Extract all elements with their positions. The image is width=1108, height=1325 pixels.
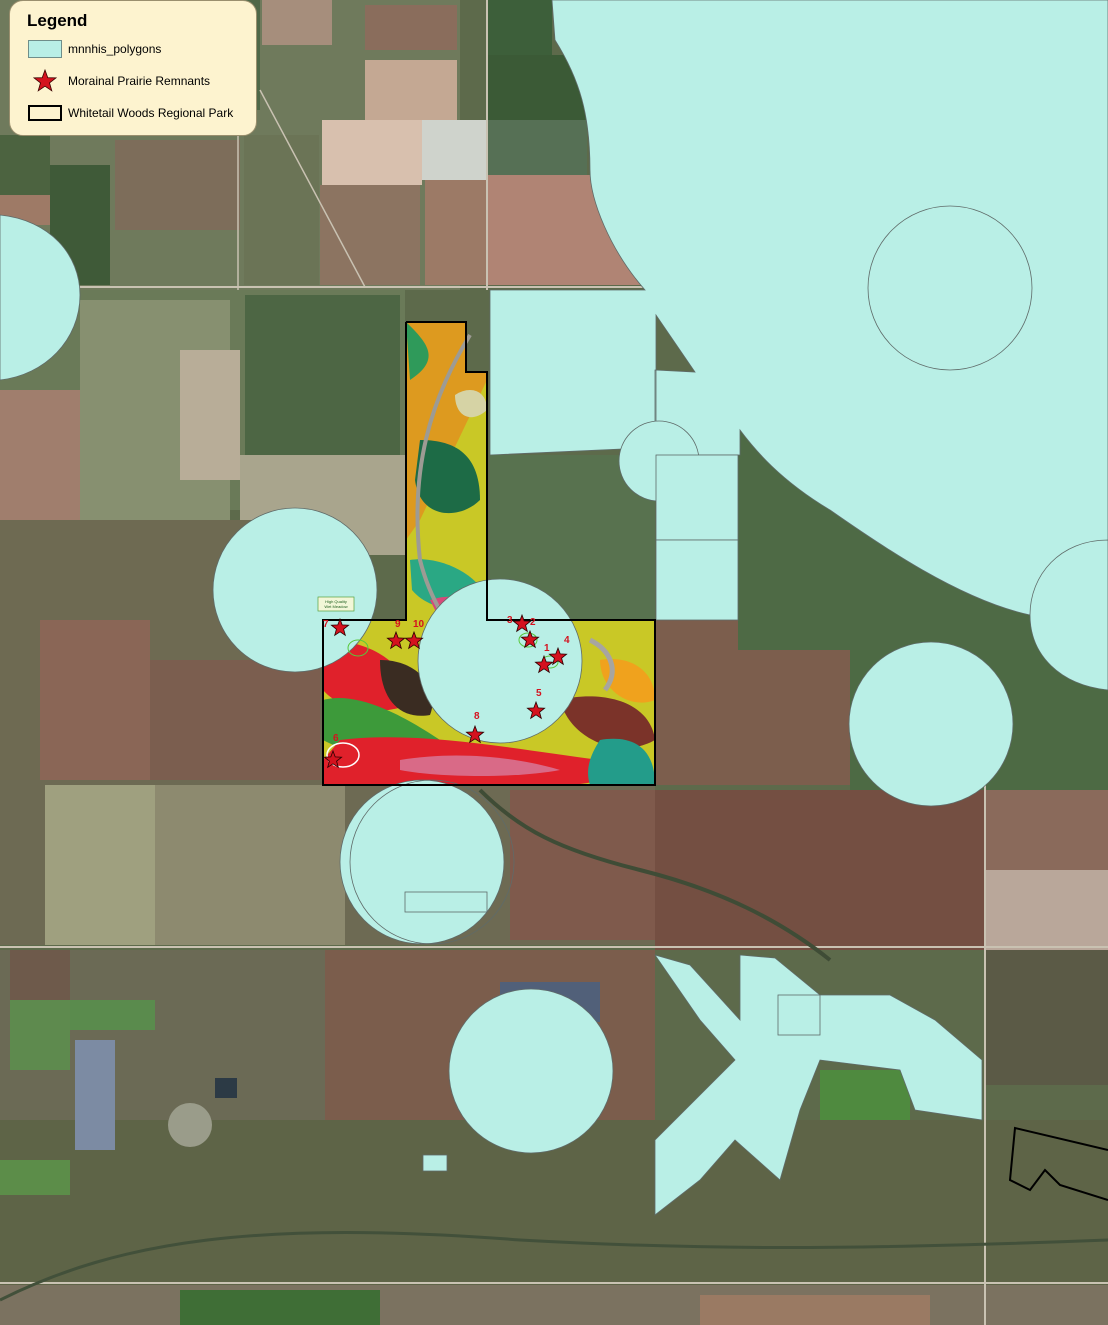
marker-label-8: 8 (474, 711, 480, 722)
polygon-circle-south-b (349, 779, 515, 945)
whitetail-woods-outline (322, 321, 656, 786)
prairie-star-icon-8 (465, 724, 485, 744)
legend: Legend mnnhis_polygons Morainal Prairie … (9, 0, 257, 136)
prairie-star-icon-2 (520, 629, 540, 649)
marker-label-7: 7 (323, 619, 329, 630)
marker-label-1: 1 (544, 643, 550, 654)
outline-swatch-icon (26, 102, 64, 124)
marker-label-9: 9 (395, 619, 401, 630)
polygon-swatch-icon (26, 38, 64, 60)
prairie-star-icon-6 (323, 749, 343, 769)
polygon-circle-east (848, 641, 1014, 807)
inset-note-group: High Quality Wet Meadow (317, 596, 559, 768)
prairie-remnant-markers (323, 613, 568, 769)
marker-label-6: 6 (333, 733, 339, 744)
southeast-park-outline (1008, 1126, 1108, 1201)
marker-label-5: 5 (536, 688, 542, 699)
legend-item-polygons: mnnhis_polygons (26, 37, 161, 61)
legend-label-prairie: Morainal Prairie Remnants (68, 74, 211, 88)
legend-item-prairie: Morainal Prairie Remnants (26, 69, 210, 93)
prairie-star-icon-1 (534, 654, 554, 674)
svg-text:High Quality: High Quality (325, 599, 347, 604)
polygon-rect-se (777, 994, 821, 1036)
park-boundary (322, 321, 1108, 1201)
polygon-west-edge (0, 214, 81, 381)
polygon-small (422, 1154, 448, 1172)
legend-item-park: Whitetail Woods Regional Park (26, 101, 233, 125)
legend-title: Legend (27, 11, 88, 30)
legend-label-polygons: mnnhis_polygons (68, 42, 162, 56)
prairie-star-icon-4 (548, 646, 568, 666)
marker-label-10: 10 (413, 619, 425, 630)
svg-text:Wet Meadow: Wet Meadow (324, 604, 347, 609)
prairie-star-icon-7 (330, 617, 350, 637)
polygon-rect-a (655, 454, 739, 541)
polygon-southeast (654, 954, 983, 1216)
polygon-circle-south-c (448, 988, 614, 1154)
mnnhis-polygons (0, 0, 1108, 1216)
polygon-rect-small (404, 891, 488, 913)
polygon-east-edge (1029, 539, 1108, 691)
marker-label-4: 4 (564, 635, 570, 646)
legend-label-park: Whitetail Woods Regional Park (68, 106, 234, 120)
prairie-star-icon-9 (386, 630, 406, 650)
polygon-rect-b (655, 539, 739, 621)
prairie-star-icon-10 (404, 630, 424, 650)
marker-label-2: 2 (530, 617, 536, 628)
prairie-star-icon-3 (512, 613, 532, 633)
polygon-circle-south-a (339, 779, 505, 945)
star-icon (26, 69, 64, 92)
prairie-star-icon-5 (526, 700, 546, 720)
polygon-circle-west (212, 507, 378, 673)
marker-label-3: 3 (507, 615, 513, 626)
polygon-circle-ne (867, 205, 1033, 371)
